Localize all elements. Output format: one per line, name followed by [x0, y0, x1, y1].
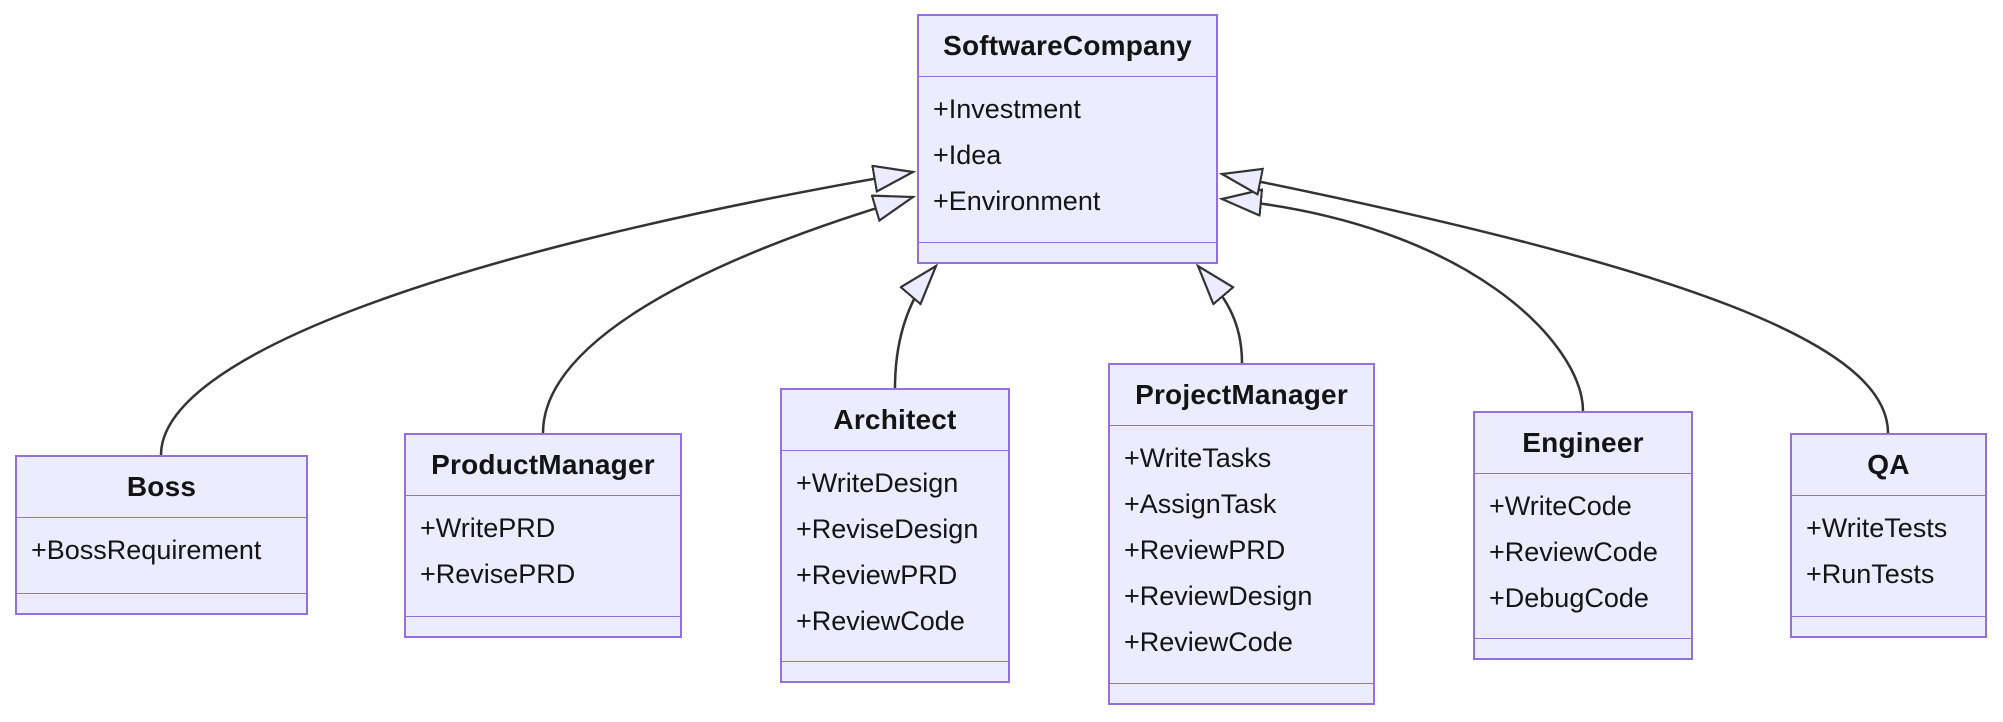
- class-member: +ReviewCode: [1124, 627, 1293, 657]
- class-member: +Investment: [933, 94, 1081, 124]
- class-box-boss: Boss +BossRequirement: [15, 455, 308, 615]
- class-member: +ReviewPRD: [1124, 535, 1286, 565]
- class-methods-empty: [1110, 683, 1373, 703]
- class-member: +ReviewCode: [1489, 537, 1658, 567]
- class-title: Engineer: [1475, 413, 1691, 474]
- class-member: +WritePRD: [420, 513, 556, 543]
- class-member: +ReviseDesign: [796, 514, 979, 544]
- class-title: QA: [1792, 435, 1985, 496]
- class-member: +WriteCode: [1489, 491, 1632, 521]
- inheritance-edge-architect: [893, 266, 936, 389]
- inheritance-edge-productmanager: [541, 197, 913, 434]
- class-title: SoftwareCompany: [919, 16, 1216, 77]
- class-member: +ReviewCode: [796, 606, 965, 636]
- class-members: +WritePRD +RevisePRD: [406, 496, 680, 616]
- class-member: +RunTests: [1806, 559, 1935, 589]
- class-members: +WriteTests +RunTests: [1792, 496, 1985, 616]
- class-member: +WriteTasks: [1124, 443, 1272, 473]
- class-members: +WriteDesign +ReviseDesign +ReviewPRD +R…: [782, 451, 1008, 661]
- class-members: +WriteCode +ReviewCode +DebugCode: [1475, 474, 1691, 638]
- class-box-qa: QA +WriteTests +RunTests: [1790, 433, 1987, 638]
- class-member: +WriteTests: [1806, 513, 1948, 543]
- class-methods-empty: [1792, 616, 1985, 636]
- class-member: +BossRequirement: [31, 535, 262, 565]
- class-title: Architect: [782, 390, 1008, 451]
- class-title: ProjectManager: [1110, 365, 1373, 426]
- class-member: +Idea: [933, 140, 1002, 170]
- class-member: +ReviewPRD: [796, 560, 958, 590]
- class-methods-empty: [406, 616, 680, 636]
- class-members: +BossRequirement: [17, 518, 306, 593]
- inheritance-edge-boss: [159, 172, 913, 456]
- class-title: Boss: [17, 457, 306, 518]
- class-box-projectmanager: ProjectManager +WriteTasks +AssignTask +…: [1108, 363, 1375, 705]
- class-members: +Investment +Idea +Environment: [919, 77, 1216, 242]
- class-box-productmanager: ProductManager +WritePRD +RevisePRD: [404, 433, 682, 638]
- class-member: +Environment: [933, 186, 1101, 216]
- class-member: +ReviewDesign: [1124, 581, 1313, 611]
- class-box-softwarecompany: SoftwareCompany +Investment +Idea +Envir…: [917, 14, 1218, 264]
- class-box-architect: Architect +WriteDesign +ReviseDesign +Re…: [780, 388, 1010, 683]
- class-members: +WriteTasks +AssignTask +ReviewPRD +Revi…: [1110, 426, 1373, 683]
- inheritance-edge-qa: [1222, 174, 1890, 434]
- inheritance-edge-projectmanager: [1198, 266, 1244, 364]
- class-methods-empty: [782, 661, 1008, 681]
- class-member: +AssignTask: [1124, 489, 1277, 519]
- class-methods-empty: [919, 242, 1216, 262]
- class-box-engineer: Engineer +WriteCode +ReviewCode +DebugCo…: [1473, 411, 1693, 660]
- inheritance-edge-engineer: [1222, 199, 1585, 412]
- class-member: +WriteDesign: [796, 468, 959, 498]
- class-member: +RevisePRD: [420, 559, 576, 589]
- class-methods-empty: [17, 593, 306, 613]
- class-member: +DebugCode: [1489, 583, 1649, 613]
- class-methods-empty: [1475, 638, 1691, 658]
- class-title: ProductManager: [406, 435, 680, 496]
